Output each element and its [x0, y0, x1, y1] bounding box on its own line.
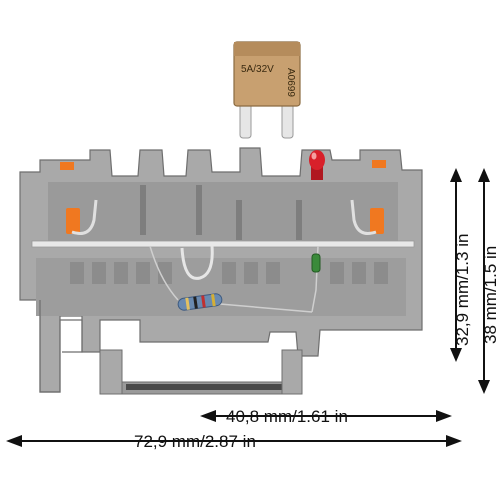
busbar	[31, 240, 415, 248]
housing-ribs	[70, 262, 388, 284]
resistor	[177, 293, 223, 311]
blade-fuse: 5A/32V A0699	[233, 41, 301, 139]
clamp-right-spring	[350, 199, 377, 235]
fuse-code-label: A0699	[285, 68, 296, 97]
lower-recess	[36, 258, 406, 316]
dimension-width-total: 72,9 mm/2.87 in	[6, 432, 462, 451]
led-indicator	[309, 150, 325, 180]
clamp-right-orange	[370, 208, 384, 234]
clamp-left	[60, 162, 98, 235]
clamp-right-lever	[372, 160, 386, 168]
clamp-left-orange	[66, 208, 80, 234]
diode	[311, 253, 321, 273]
wire-to-resistor	[149, 245, 179, 301]
clamp-right	[350, 160, 386, 235]
led-dome	[309, 150, 325, 170]
height-total-label: 38 mm/1.5 in	[481, 246, 500, 344]
clamp-left-lever	[60, 162, 74, 170]
foot-left	[99, 349, 123, 395]
dimension-width-inner: 40,8 mm/1.61 in	[200, 407, 452, 426]
clamp-left-spring	[71, 199, 98, 235]
dimension-height-total: 38 mm/1.5 in	[478, 168, 500, 394]
top-slots	[140, 185, 302, 240]
center-spring	[180, 245, 214, 280]
fuse-top	[234, 42, 300, 56]
left-hook	[39, 300, 83, 393]
terminal-housing	[19, 147, 423, 395]
wire-bottom	[219, 303, 313, 313]
width-total-label: 72,9 mm/2.87 in	[134, 432, 256, 451]
upper-cavity	[48, 182, 398, 244]
fuse-rating-label: 5A/32V	[241, 64, 274, 75]
width-inner-label: 40,8 mm/1.61 in	[226, 407, 348, 426]
height-inner-label: 32,9 mm/1.3 in	[453, 234, 472, 346]
foot-right	[281, 349, 303, 395]
din-rail-clip-dark	[126, 384, 282, 390]
dimension-height-inner: 32,9 mm/1.3 in	[450, 168, 472, 362]
